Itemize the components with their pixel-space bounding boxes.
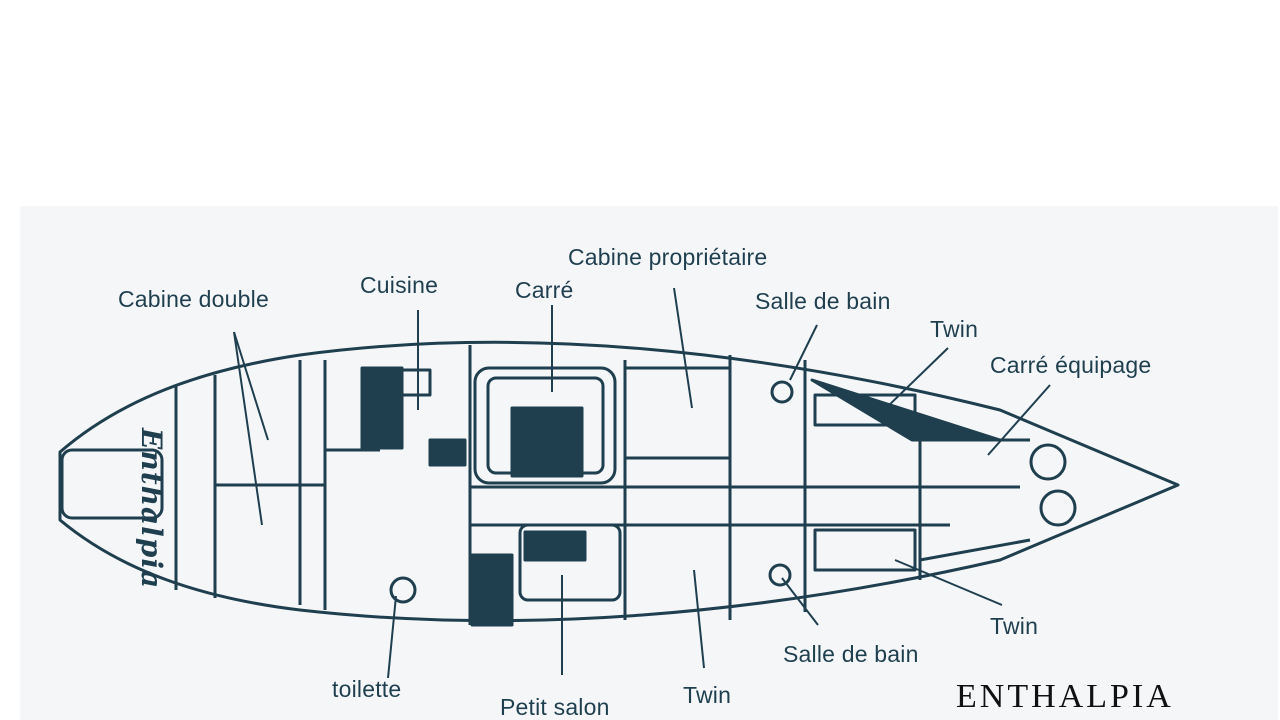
toilet-fwd (389, 576, 417, 604)
label-twin-top: Twin (930, 316, 979, 342)
saloon-seating (473, 366, 617, 485)
saloon-table (510, 406, 584, 478)
owner-bed (623, 366, 732, 460)
label-salle-de-bain-bottom: Salle de bain (783, 641, 919, 667)
brand-wordmark: ENTHALPIA (956, 678, 1174, 715)
label-twin-right: Twin (990, 613, 1039, 639)
plan-background (20, 206, 1278, 720)
label-cabine-double: Cabine double (118, 286, 269, 312)
galley-block (360, 366, 404, 450)
label-salle-de-bain-top: Salle de bain (755, 288, 891, 314)
petit-salon-seating (518, 523, 622, 602)
toilet-top (770, 380, 794, 404)
label-petit-salon: Petit salon (500, 694, 610, 720)
label-twin-bottom: Twin (683, 682, 732, 708)
toilet-bottom (768, 563, 792, 587)
crew-seat-1 (1029, 443, 1067, 481)
label-carre-equipage: Carré équipage (990, 352, 1152, 378)
hull-name: Enthalpia (135, 428, 168, 590)
hull-outline (58, 340, 1180, 623)
label-cuisine: Cuisine (360, 272, 439, 298)
label-carre: Carré (515, 277, 574, 303)
label-cabine-proprietaire: Cabine propriétaire (568, 244, 768, 270)
label-toilette: toilette (332, 676, 402, 702)
hatch (60, 448, 164, 520)
crew-seat-2 (1039, 489, 1077, 527)
